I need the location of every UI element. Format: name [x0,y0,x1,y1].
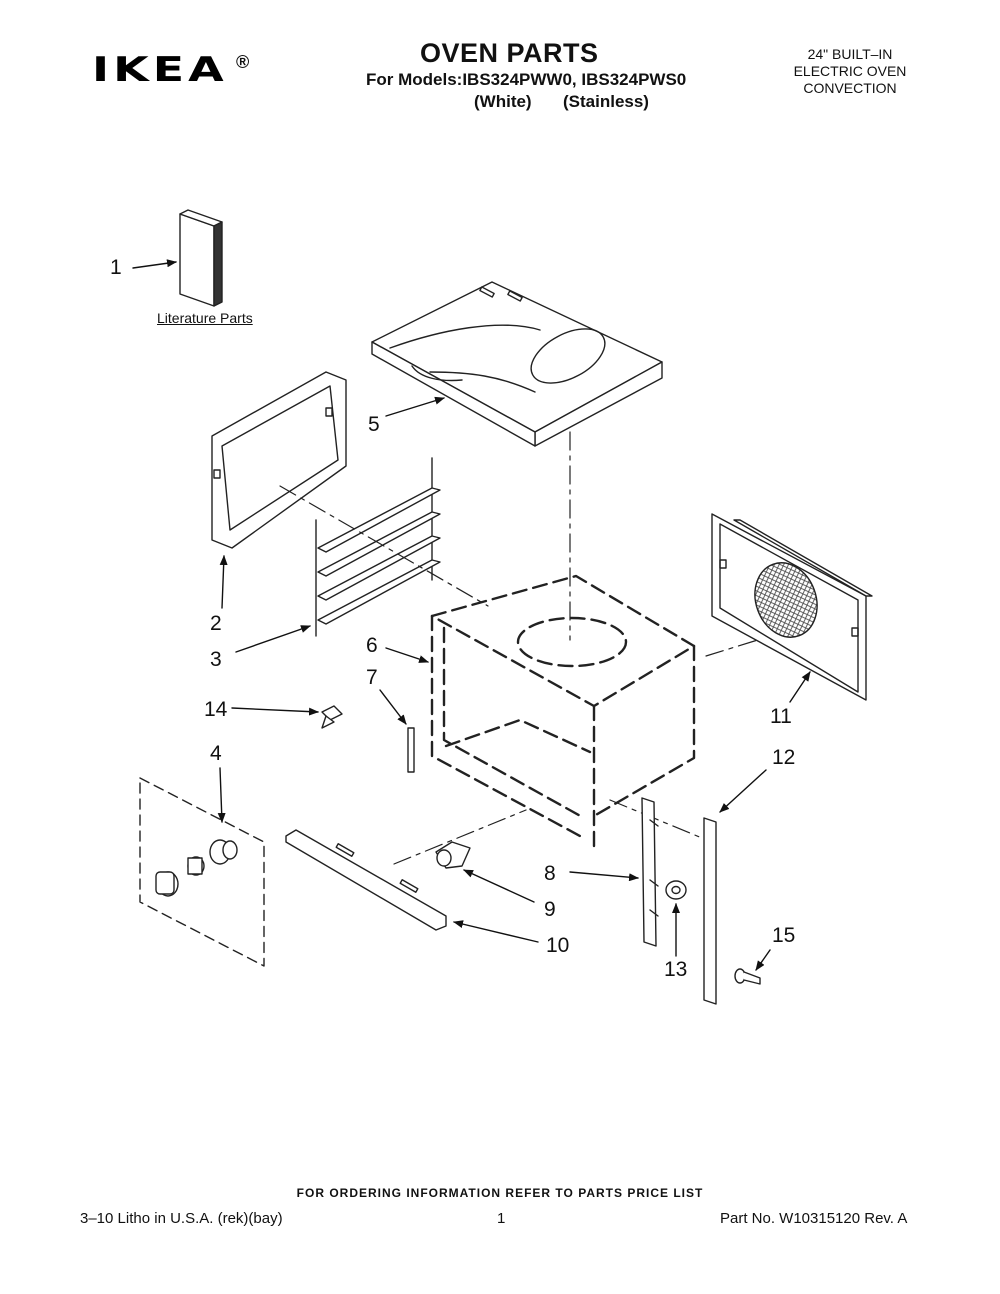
callout-15: 15 [772,924,796,947]
product-line-1: 24" BUILT–IN [807,46,893,62]
ikea-logo: IKEA [92,50,228,90]
callout-8: 8 [544,862,556,885]
callout-11: 11 [770,705,792,728]
oven-cavity [430,574,696,848]
callout-4: 4 [210,742,222,765]
product-description: 24" BUILT–IN ELECTRIC OVEN CONVECTION [780,46,920,97]
callout-3: 3 [210,648,222,671]
callout-9: 9 [544,898,556,921]
door-bracket [435,841,471,869]
variant-white: (White) [474,92,532,111]
knob-kit [139,777,265,967]
models-line: For Models:IBS324PWW0, IBS324PWS0 [366,70,687,89]
literature-parts-label: Literature Parts [157,310,253,326]
callout-14: 14 [204,698,228,721]
convection-fan-cover [711,513,873,701]
side-strip [407,727,415,773]
product-line-2: ELECTRIC OVEN [793,63,907,79]
leader-arrows [132,259,811,971]
screw [734,968,761,985]
alignment-lines [279,431,791,865]
callout-7: 7 [366,666,378,689]
variant-stainless: (Stainless) [563,92,649,111]
callout-10: 10 [546,934,570,957]
callout-5: 5 [368,413,380,436]
ordering-note: FOR ORDERING INFORMATION REFER TO PARTS … [296,1186,704,1200]
callout-12: 12 [772,746,796,769]
literature-booklet [179,209,223,307]
rack-clip [321,705,343,729]
left-side-trim [641,797,659,947]
side-frame [211,371,347,549]
part-number: Part No. W10315120 Rev. A [720,1210,908,1227]
rack-guides [315,457,441,637]
callout-13: 13 [664,958,688,981]
right-side-trim [703,817,717,1005]
callout-6: 6 [366,634,378,657]
bottom-trim [285,829,447,931]
litho-info: 3–10 Litho in U.S.A. (rek)(bay) [80,1210,283,1227]
washer [665,880,687,900]
callout-1: 1 [110,256,122,279]
page-number: 1 [497,1210,506,1227]
product-line-3: CONVECTION [803,80,897,96]
top-panel [371,281,663,447]
callout-2: 2 [210,612,222,635]
page-title: OVEN PARTS [420,38,599,68]
registered-mark: ® [236,52,250,72]
